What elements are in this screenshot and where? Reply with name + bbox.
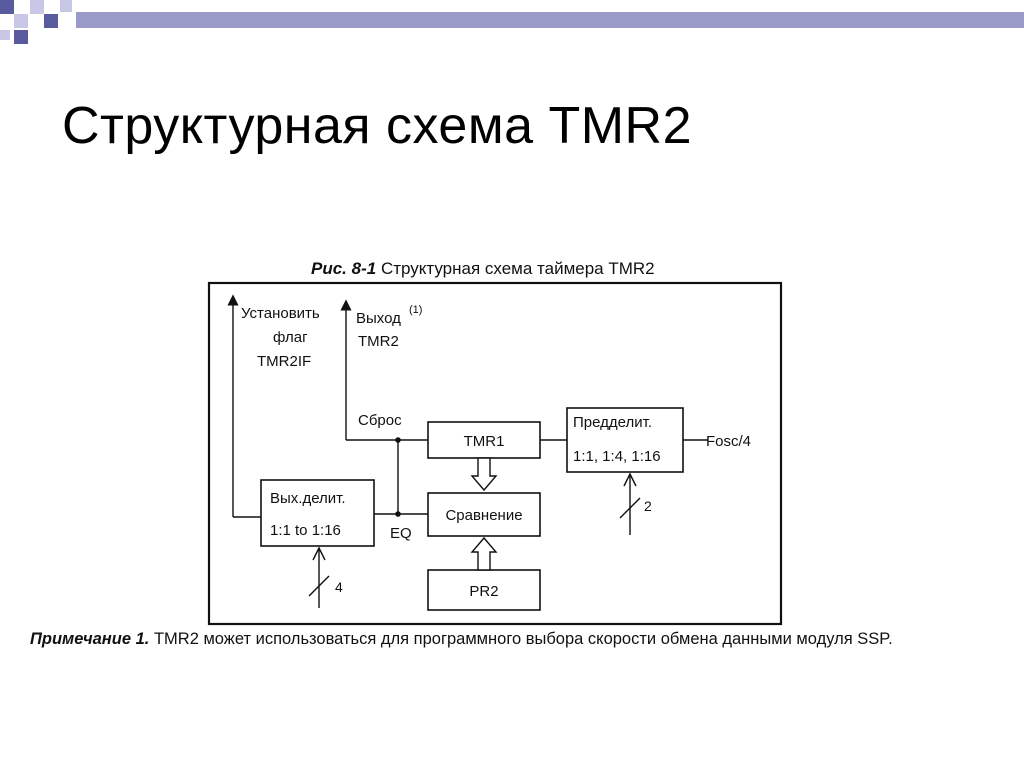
pr2-label: PR2 [469,583,498,600]
footnote: Примечание 1. TMR2 может использоваться … [30,630,893,649]
tmr1-label: TMR1 [464,433,505,450]
postscaler-label-2: 1:1 to 1:16 [270,522,341,539]
postscaler-bus-arrowhead [312,546,326,561]
postscaler-bus-width: 4 [335,579,343,595]
decor-square-5 [44,14,58,28]
corner-decoration [0,0,1024,44]
prescaler-bus-arrowhead [623,472,637,487]
flag-label-3: TMR2IF [257,353,311,370]
prescaler-bus-width: 2 [644,498,652,514]
footnote-text: TMR2 может использоваться для программно… [153,630,893,648]
decor-square-4 [14,30,28,44]
prescaler-label-1: Предделит. [573,414,652,431]
prescaler-bus-slash [619,497,641,519]
decor-bar [76,12,1024,28]
tmr1-to-compare-arrow [470,457,498,492]
outer-frame [207,281,783,626]
pr2-to-compare-arrow [470,536,498,571]
figure-number: Рис. 8-1 [311,259,377,278]
figure-caption: Рис. 8-1 Структурная схема таймера TMR2 [311,259,655,279]
slide-title: Структурная схема TMR2 [62,97,693,155]
footnote-label: Примечание 1. [30,630,150,648]
tmr2-block-diagram: TMR1 Сравнение PR2 Предделит. 1:1, 1:4, … [207,281,783,626]
output-label-sup: (1) [409,304,422,316]
figure-caption-text: Структурная схема таймера TMR2 [380,259,655,278]
decor-square-6 [0,30,10,40]
flag-label-1: Установить [241,305,320,322]
prescaler-label-2: 1:1, 1:4, 1:16 [573,448,661,465]
eq-label: EQ [390,525,412,542]
decor-square-2 [14,14,28,28]
output-label-2: TMR2 [358,333,399,350]
reset-label: Сброс [358,412,402,429]
tmr1-block [427,421,541,459]
compare-block [427,492,541,537]
prescaler-block [566,407,684,473]
postscaler-block [260,479,375,547]
postscaler-bus-slash [308,575,330,597]
fosc-label: Fosc/4 [706,433,751,450]
decor-square-7 [60,0,72,12]
flag-label-2: флаг [273,329,308,346]
compare-label: Сравнение [445,507,522,524]
pr2-block [427,569,541,611]
decor-square-1 [0,0,14,14]
postscaler-label-1: Вых.делит. [270,490,346,507]
decor-square-3 [30,0,44,14]
output-label-1: Выход [356,310,401,327]
